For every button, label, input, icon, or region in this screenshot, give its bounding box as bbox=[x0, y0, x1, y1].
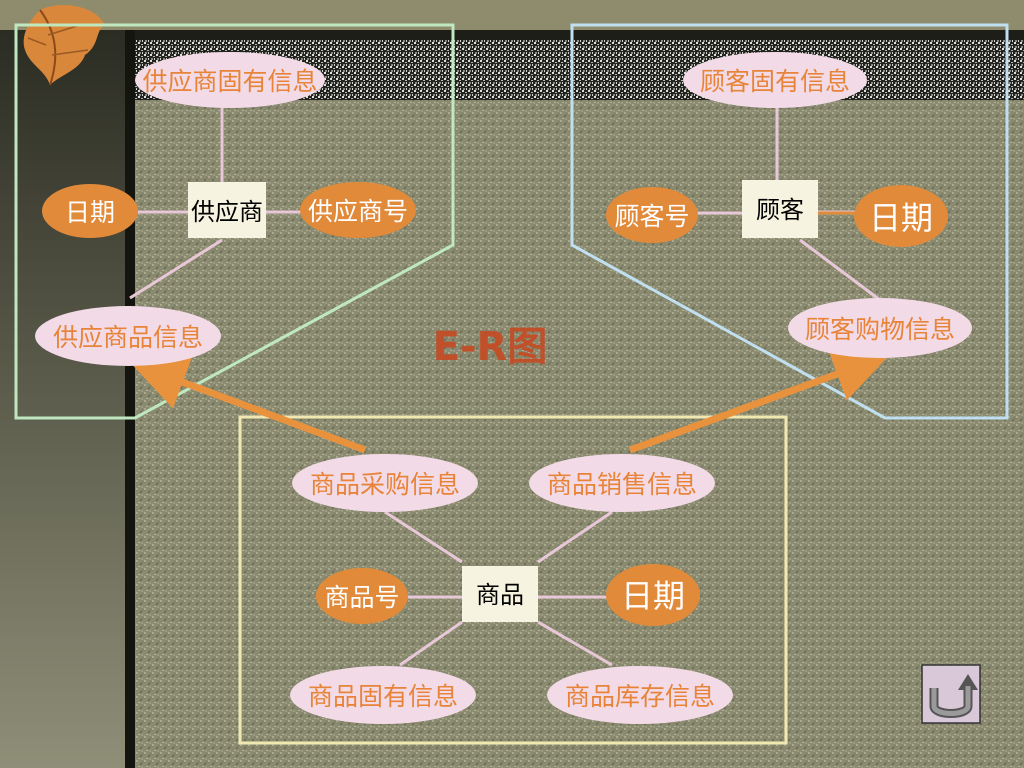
supplier-group-frame bbox=[14, 23, 455, 420]
product-entity-label: 商品 bbox=[476, 581, 524, 609]
supplier-id-attribute: 供应商号 bbox=[300, 182, 416, 238]
supplier-entity-label: 供应商 bbox=[191, 198, 263, 226]
product-id-attribute: 商品号 bbox=[316, 568, 408, 624]
product-date-attribute: 日期 bbox=[606, 564, 700, 626]
u-turn-return-icon bbox=[929, 674, 978, 718]
supplier-product-info-label: 供应商品信息 bbox=[53, 323, 203, 352]
customer-date-label: 日期 bbox=[869, 199, 933, 237]
product-sales-info: 商品销售信息 bbox=[529, 454, 715, 512]
customer-inherent-attribute: 顾客固有信息 bbox=[683, 52, 867, 108]
product-id-label: 商品号 bbox=[324, 583, 399, 612]
product-date-label: 日期 bbox=[621, 577, 685, 615]
product-stock-label: 商品库存信息 bbox=[565, 682, 715, 711]
dark-left-band bbox=[125, 30, 135, 768]
customer-entity: 顾客 bbox=[742, 180, 818, 238]
supplier-date-label: 日期 bbox=[65, 198, 115, 227]
supplier-id-label: 供应商号 bbox=[308, 197, 408, 226]
product-stock-info: 商品库存信息 bbox=[547, 666, 733, 724]
customer-shopping-info-label: 顾客购物信息 bbox=[805, 315, 955, 344]
customer-shopping-info: 顾客购物信息 bbox=[788, 298, 972, 358]
customer-group-frame bbox=[570, 23, 1009, 420]
product-inherent-info: 商品固有信息 bbox=[290, 666, 476, 724]
arrow-to-supplier-info bbox=[130, 355, 367, 454]
supplier-date-attribute: 日期 bbox=[42, 184, 138, 238]
supplier-inherent-attribute: 供应商固有信息 bbox=[135, 52, 325, 108]
product-group-frame bbox=[238, 415, 788, 745]
customer-entity-label: 顾客 bbox=[756, 196, 804, 224]
left-sidebar bbox=[0, 30, 125, 768]
product-entity: 商品 bbox=[462, 566, 538, 622]
supplier-entity: 供应商 bbox=[188, 182, 266, 238]
supplier-product-info: 供应商品信息 bbox=[35, 306, 221, 366]
customer-id-label: 顾客号 bbox=[614, 202, 689, 231]
customer-id-attribute: 顾客号 bbox=[606, 187, 698, 243]
diagram-title: E-R图 bbox=[433, 324, 548, 370]
content-panel bbox=[135, 40, 1024, 768]
product-purchase-label: 商品采购信息 bbox=[310, 470, 460, 499]
customer-inherent-label: 顾客固有信息 bbox=[700, 67, 850, 96]
product-inherent-label: 商品固有信息 bbox=[308, 682, 458, 711]
return-button[interactable] bbox=[921, 664, 981, 724]
customer-date-attribute: 日期 bbox=[854, 185, 948, 247]
product-sales-label: 商品销售信息 bbox=[547, 470, 697, 499]
supplier-inherent-label: 供应商固有信息 bbox=[142, 67, 317, 96]
arrow-to-customer-info bbox=[628, 347, 890, 454]
product-purchase-info: 商品采购信息 bbox=[292, 454, 478, 512]
